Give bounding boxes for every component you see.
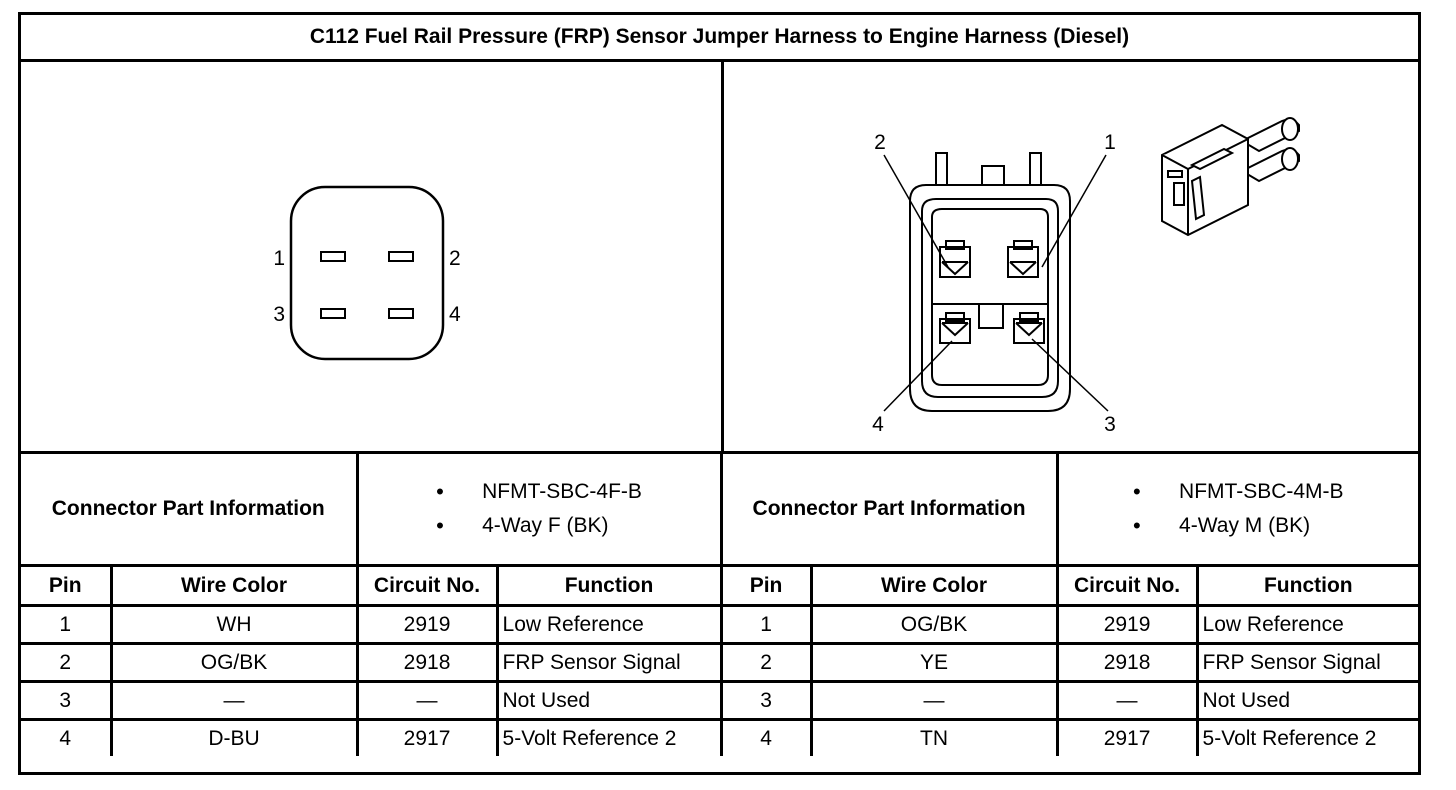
right-wire-color: OG/BK — [809, 604, 1059, 645]
left-wire-color: OG/BK — [109, 642, 359, 683]
left-circuit: — — [355, 680, 499, 721]
left-function: Not Used — [495, 680, 723, 721]
header-function: Function — [495, 564, 723, 607]
pin-leader-lines — [883, 154, 1109, 412]
pin-slot-2 — [388, 251, 414, 262]
left-wire-color: D-BU — [109, 718, 359, 756]
connector-3d-view-icon — [1161, 117, 1300, 237]
table-row: 3 — — Not Used 3 — — Not Used — [21, 680, 1419, 721]
table-row: 2 OG/BK 2918 FRP Sensor Signal 2 YE 2918… — [21, 642, 1419, 683]
table-row: 4 D-BU 2917 5-Volt Reference 2 4 TN 2917… — [21, 718, 1419, 756]
left-pin: 4 — [21, 718, 113, 756]
left-circuit: 2919 — [355, 604, 499, 645]
right-part-type: 4-Way M (BK) — [1133, 509, 1344, 543]
right-wire-color: YE — [809, 642, 1059, 683]
female-connector-face-icon: 1 2 3 4 — [273, 185, 461, 361]
connector-info-sheet: C112 Fuel Rail Pressure (FRP) Sensor Jum… — [18, 12, 1421, 775]
pin-label-2: 2 — [874, 131, 886, 154]
left-wire-color: — — [109, 680, 359, 721]
left-connector-panel: 1 2 3 4 — [21, 59, 724, 451]
left-function: 5-Volt Reference 2 — [495, 718, 723, 756]
connector-illustrations: 1 2 3 4 — [21, 59, 1418, 454]
header-wire-color: Wire Color — [109, 564, 359, 607]
pin-label-3: 3 — [1104, 413, 1116, 436]
connector-housing — [909, 152, 1071, 412]
header-circuit: Circuit No. — [355, 564, 499, 607]
pin-label-3: 3 — [273, 303, 285, 326]
pinout-table: Connector Part Information NFMT-SBC-4F-B… — [21, 454, 1419, 756]
header-pin: Pin — [21, 564, 113, 607]
pin-slot-3 — [320, 308, 346, 319]
left-part-type: 4-Way F (BK) — [436, 509, 642, 543]
right-function: Low Reference — [1195, 604, 1419, 645]
right-pin: 3 — [719, 680, 813, 721]
right-function: 5-Volt Reference 2 — [1195, 718, 1419, 756]
left-part-number: NFMT-SBC-4F-B — [436, 475, 642, 509]
table-row: 1 WH 2919 Low Reference 1 OG/BK 2919 Low… — [21, 604, 1419, 645]
header-pin: Pin — [719, 564, 813, 607]
right-pin: 2 — [719, 642, 813, 683]
pin-label-4: 4 — [872, 413, 884, 436]
header-circuit: Circuit No. — [1055, 564, 1199, 607]
right-pin: 1 — [719, 604, 813, 645]
right-function: Not Used — [1195, 680, 1419, 721]
left-wire-color: WH — [109, 604, 359, 645]
left-function: Low Reference — [495, 604, 723, 645]
left-part-info: NFMT-SBC-4F-B 4-Way F (BK) — [355, 454, 723, 567]
part-info-row: Connector Part Information NFMT-SBC-4F-B… — [21, 454, 1419, 567]
male-connector-face-icon: 2 1 4 3 — [872, 117, 1300, 436]
pin-label-1: 1 — [1104, 131, 1116, 154]
right-function: FRP Sensor Signal — [1195, 642, 1419, 683]
left-pin: 3 — [21, 680, 113, 721]
pin-label-4: 4 — [449, 303, 461, 326]
pin-slot-1 — [320, 251, 346, 262]
left-pin: 2 — [21, 642, 113, 683]
right-connector-panel: 2 1 4 3 — [724, 59, 1418, 451]
header-wire-color: Wire Color — [809, 564, 1059, 607]
right-wire-color: — — [809, 680, 1059, 721]
left-function: FRP Sensor Signal — [495, 642, 723, 683]
sheet-title: C112 Fuel Rail Pressure (FRP) Sensor Jum… — [21, 15, 1418, 62]
right-wire-color: TN — [809, 718, 1059, 756]
connector-outline — [289, 185, 445, 361]
header-function: Function — [1195, 564, 1419, 607]
right-part-info: NFMT-SBC-4M-B 4-Way M (BK) — [1055, 454, 1419, 567]
left-part-info-label: Connector Part Information — [21, 454, 359, 567]
pin-label-2: 2 — [449, 247, 461, 270]
pin-slot-4 — [388, 308, 414, 319]
pin-label-1: 1 — [273, 247, 285, 270]
table-header-row: Pin Wire Color Circuit No. Function Pin … — [21, 564, 1419, 607]
left-circuit: 2917 — [355, 718, 499, 756]
right-circuit: 2917 — [1055, 718, 1199, 756]
right-part-info-label: Connector Part Information — [719, 454, 1059, 567]
right-circuit: 2918 — [1055, 642, 1199, 683]
left-pin: 1 — [21, 604, 113, 645]
left-circuit: 2918 — [355, 642, 499, 683]
right-pin: 4 — [719, 718, 813, 756]
right-circuit: 2919 — [1055, 604, 1199, 645]
right-circuit: — — [1055, 680, 1199, 721]
right-part-number: NFMT-SBC-4M-B — [1133, 475, 1344, 509]
